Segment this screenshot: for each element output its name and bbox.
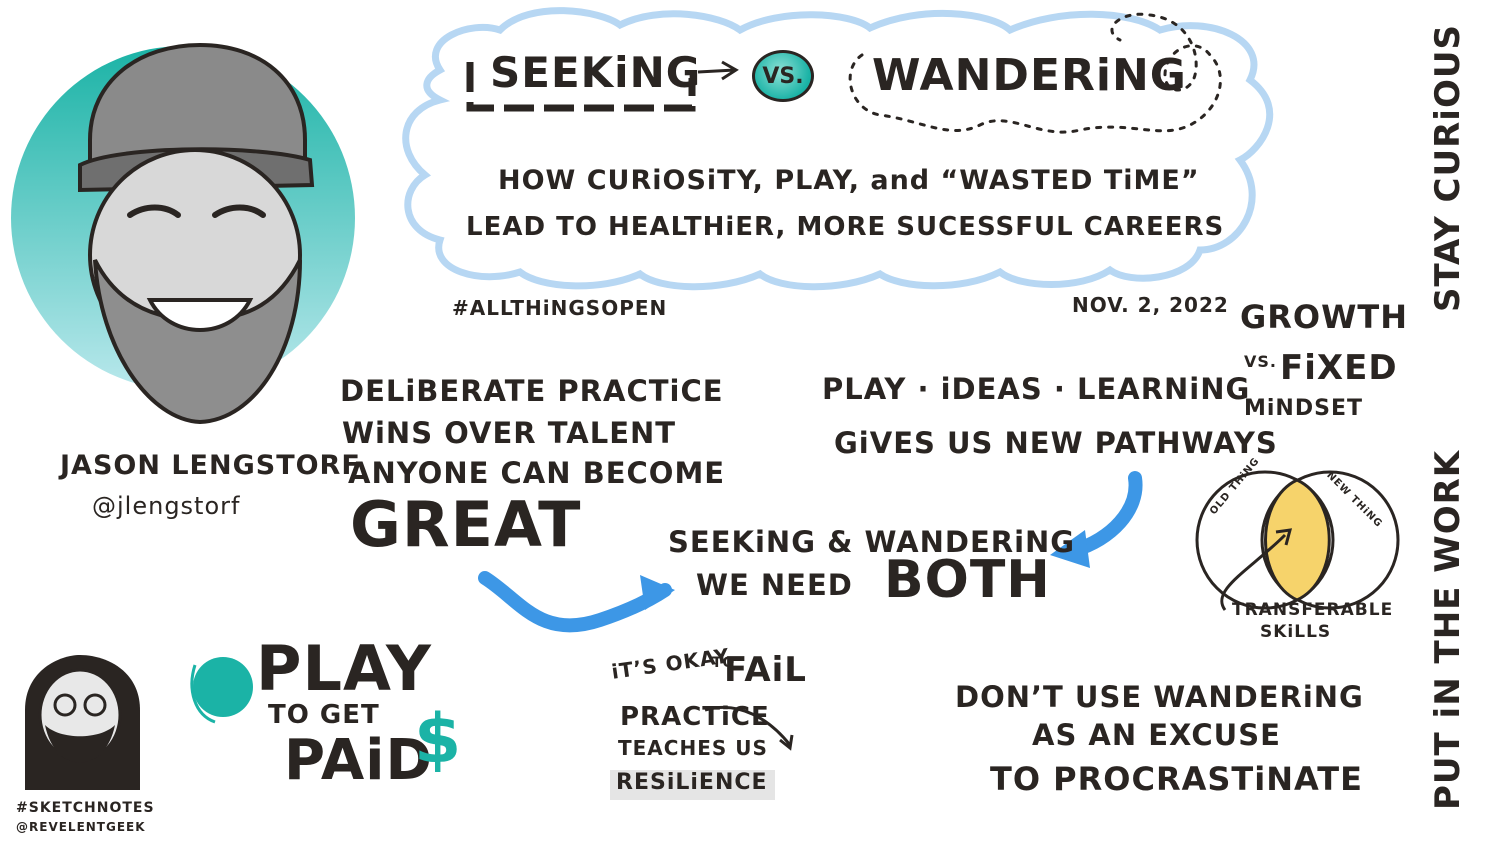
procrastinate-line-1: DON’T USE WANDERiNG xyxy=(955,680,1364,714)
speaker-name: JASON LENGSTORF xyxy=(60,450,361,481)
credit-handle: @REVELENTGEEK xyxy=(16,820,146,834)
vertical-put-in-the-work: PUT iN THE WORK xyxy=(1428,449,1468,810)
practice-line-3: ANYONE CAN BECOME xyxy=(348,456,726,490)
event-date: NOV. 2, 2022 xyxy=(1072,293,1229,317)
pathways-line-2: GiVES US NEW PATHWAYS xyxy=(834,426,1278,460)
fail-practice: PRACTiCE xyxy=(620,702,770,732)
play-paid: PAiD xyxy=(284,728,433,793)
seeking-arrow xyxy=(697,60,739,81)
credit-hashtag: #SKETCHNOTES xyxy=(16,800,155,816)
venn-caption-2: SKiLLS xyxy=(1260,622,1332,642)
resilience-highlight xyxy=(610,770,775,800)
title-seeking: SEEKiNG xyxy=(490,48,702,97)
blue-arrow-bottom xyxy=(478,571,672,633)
play-dot xyxy=(193,657,253,717)
speaker-portrait xyxy=(78,42,315,425)
title-cloud xyxy=(402,7,1274,291)
venn-caption-1: TRANSFERABLE xyxy=(1232,600,1394,620)
practice-line-1: DELiBERATE PRACTiCE xyxy=(340,374,724,408)
pathways-line-1: PLAY · iDEAS · LEARNiNG xyxy=(822,372,1251,406)
vs-badge: VS. xyxy=(752,50,814,102)
fail-resilience: RESiLiENCE xyxy=(616,770,768,795)
mindset-label: MiNDSET xyxy=(1244,396,1363,421)
venn-left-circle xyxy=(1195,470,1335,610)
fail-arrow xyxy=(704,705,794,751)
venn-arrow xyxy=(1220,533,1287,611)
mindset-vs: VS. xyxy=(1244,352,1277,371)
subtitle-line-2: LEAD TO HEALTHiER, MORE SUCESSFUL CAREER… xyxy=(466,212,1225,242)
mindset-fixed: FiXED xyxy=(1280,348,1398,388)
seeking-dashed-box xyxy=(466,62,696,112)
subtitle-line-1: HOW CURiOSiTY, PLAY, and “WASTED TiME” xyxy=(498,165,1200,196)
speaker-handle: @jlengstorf xyxy=(92,492,241,520)
play-word: PLAY xyxy=(256,632,432,705)
procrastinate-line-3: TO PROCRASTiNATE xyxy=(990,760,1363,798)
dollar-icon: $ xyxy=(414,700,463,779)
fail-fail: FAiL xyxy=(724,650,807,690)
wandering-dotted-path xyxy=(848,12,1222,134)
procrastinate-line-2: AS AN EXCUSE xyxy=(1032,718,1281,752)
mindset-growth: GROWTH xyxy=(1240,298,1409,336)
play-to-get: TO GET xyxy=(268,700,380,730)
venn-right-circle xyxy=(1260,470,1400,610)
event-hashtag: #ALLTHiNGSOPEN xyxy=(452,296,668,320)
title-wandering: WANDERiNG xyxy=(872,50,1187,101)
practice-great: GREAT xyxy=(350,488,582,561)
practice-line-2: WiNS OVER TALENT xyxy=(342,416,677,450)
venn-overlap xyxy=(1264,478,1331,602)
sketchnotes-avatar xyxy=(25,655,140,790)
vertical-stay-curious: STAY CURiOUS xyxy=(1428,24,1468,312)
both-big: BOTH xyxy=(884,550,1051,610)
fail-to: TO xyxy=(712,655,736,671)
both-line-2: WE NEED xyxy=(696,568,853,602)
fail-teaches-us: TEACHES US xyxy=(618,736,768,760)
both-line-1: SEEKiNG & WANDERiNG xyxy=(668,525,1076,559)
